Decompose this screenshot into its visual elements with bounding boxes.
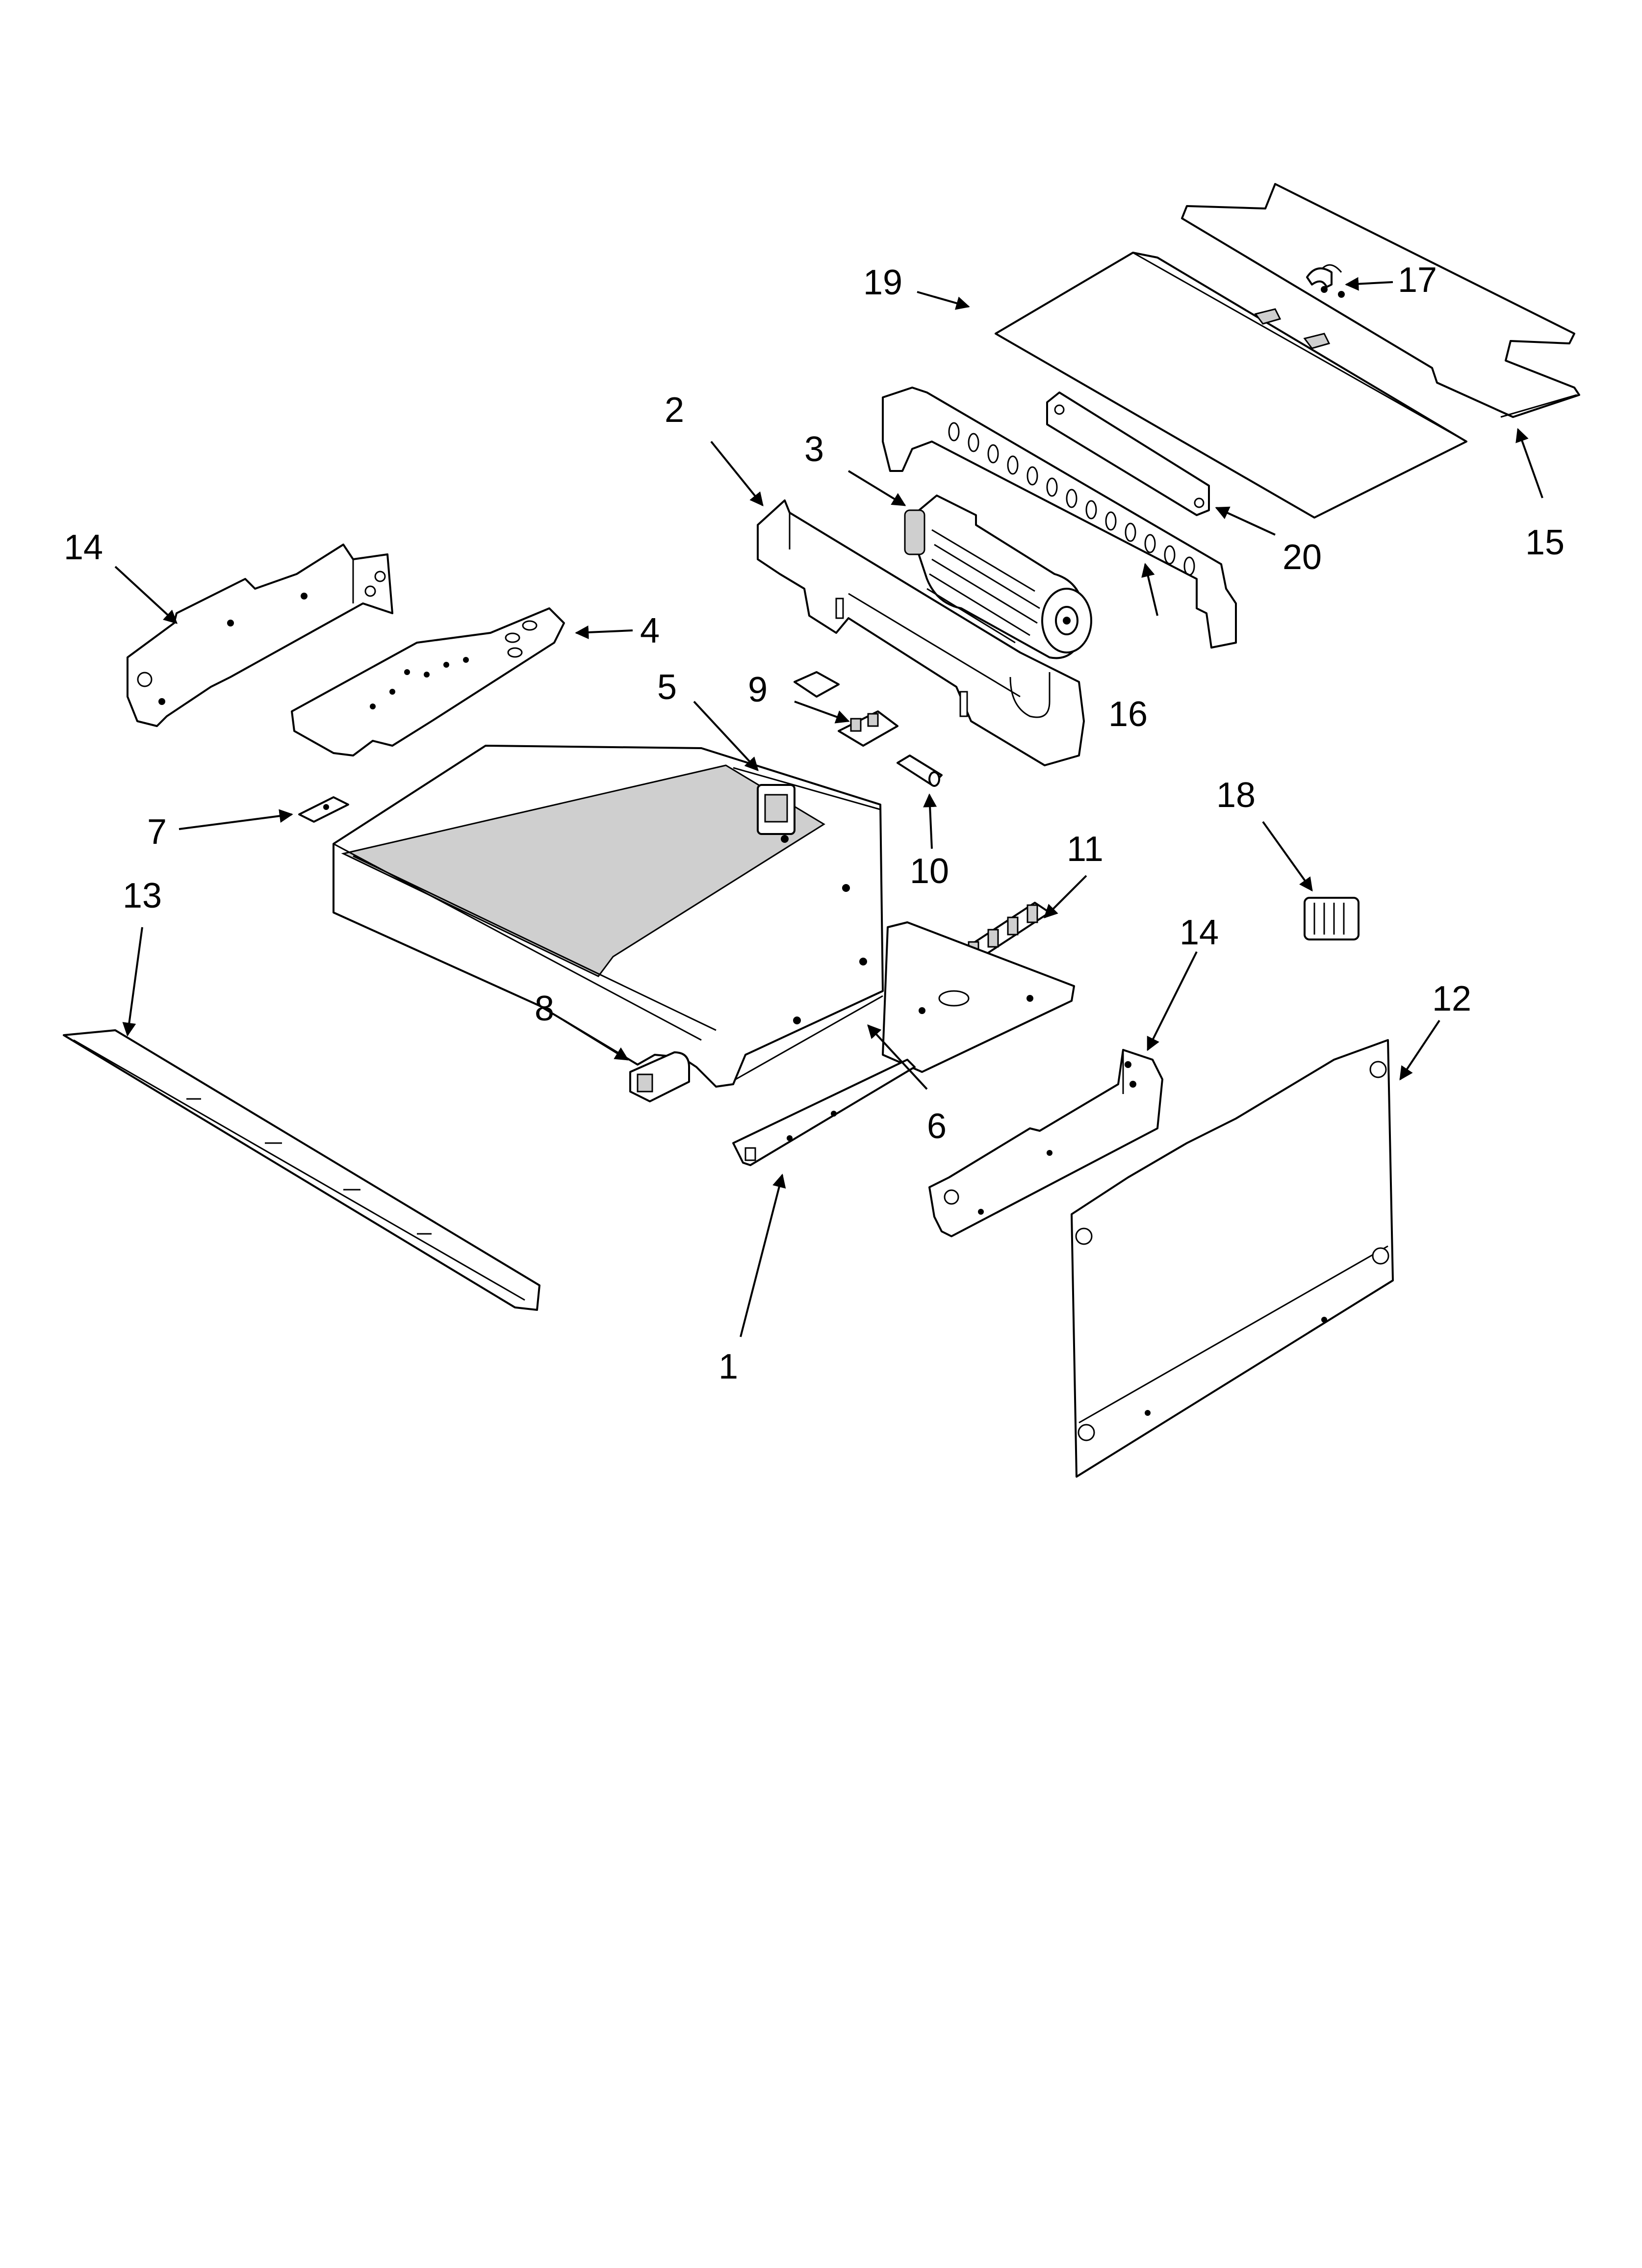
callout-2: 2 — [665, 391, 684, 430]
callout-5: 5 — [657, 668, 677, 707]
callout-13: 13 — [123, 876, 162, 915]
callout-14-right: 14 — [1180, 913, 1219, 952]
part-16-top-rear-panel — [1181, 183, 1580, 418]
callout-15: 16 — [1108, 695, 1148, 734]
callout-7: 7 — [147, 812, 167, 852]
callout-3: 3 — [804, 430, 824, 469]
callout-8: 8 — [535, 989, 554, 1028]
callout-19: 18 — [1216, 776, 1256, 815]
callout-14-left: 14 — [64, 528, 103, 567]
part-20-gasket-strip — [1046, 391, 1210, 516]
callout-20: 20 — [1283, 538, 1322, 577]
leader-lines — [114, 277, 1543, 1337]
part-1-front-rail — [732, 1059, 916, 1166]
part-10-fuse — [897, 755, 943, 787]
callout-9: 9 — [748, 670, 768, 709]
part-12-front-panel — [1071, 1039, 1394, 1478]
callout-1: 1 — [718, 1347, 738, 1386]
part-15-duct-bracket — [882, 387, 1237, 649]
callout-16: 15 — [1525, 523, 1565, 562]
part-14-left-side-bracket — [127, 544, 393, 727]
part-1-bottom-plate — [882, 921, 1075, 1073]
part-14-right-side-bracket — [928, 1049, 1163, 1237]
part-9-terminal-bracket — [794, 671, 898, 747]
part-2-duct-channel — [757, 499, 1085, 766]
callout-10: 10 — [910, 852, 949, 891]
part-7-small-bracket — [298, 796, 349, 823]
part-6-oven-top-shield — [333, 745, 884, 1088]
callout-12: 12 — [1432, 979, 1471, 1018]
callout-4: 4 — [640, 611, 660, 651]
part-8-latch — [629, 1051, 690, 1102]
callout-17: 17 — [1398, 261, 1437, 300]
part-5-switch — [757, 784, 795, 843]
part-17-clip — [1306, 267, 1333, 288]
callout-11: 11 — [1067, 830, 1103, 869]
callout-18: 19 — [863, 263, 902, 302]
part-18-insulation-sheet — [995, 252, 1467, 519]
part-19-transformer — [1304, 897, 1360, 940]
part-13-front-trim — [63, 1029, 540, 1311]
callout-labels: 19 17 2 3 14 4 20 15 16 5 9 10 7 11 18 1… — [64, 261, 1565, 1386]
part-3-blower-motor — [904, 495, 1092, 659]
part-4-mounting-plate — [291, 607, 565, 756]
callout-6: 6 — [927, 1107, 947, 1146]
